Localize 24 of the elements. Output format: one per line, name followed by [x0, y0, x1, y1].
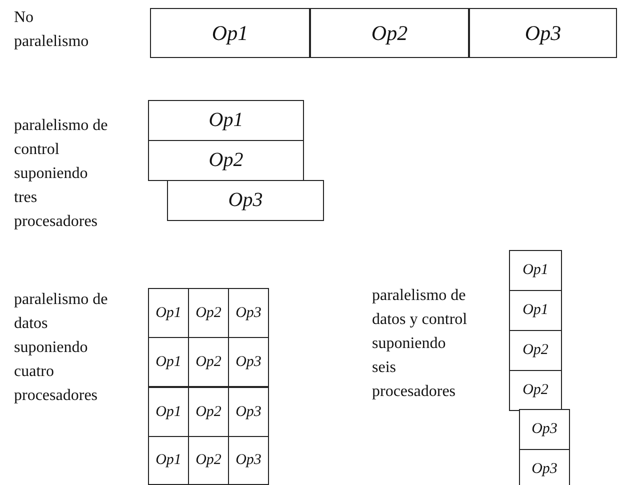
operation-box: Op2 [509, 370, 562, 411]
operation-box: Op2 [148, 140, 304, 181]
row-description: No paralelismo [14, 8, 90, 52]
operation-box: Op3 [519, 449, 570, 485]
operation-box: Op1 [148, 100, 304, 141]
operation-box: Op1 [509, 250, 562, 291]
operation-box: Op2 [310, 8, 469, 58]
operation-box: Op1 [150, 8, 310, 58]
operation-box: Op3 [469, 8, 617, 58]
operation-box: Op1 [148, 337, 189, 387]
row-description: paralelismo de datos y control suponiendo seis procesadores [372, 286, 468, 402]
operation-box: Op1 [148, 436, 189, 485]
operation-box: Op3 [228, 288, 269, 338]
operation-box: Op1 [148, 288, 189, 338]
row-description: paralelismo de control suponiendo tres procesadores [14, 116, 109, 232]
operation-box: Op2 [509, 330, 562, 371]
operation-box: Op3 [228, 387, 269, 437]
operation-box: Op1 [148, 387, 189, 437]
operation-box: Op3 [228, 436, 269, 485]
operation-box: Op1 [509, 290, 562, 331]
operation-box: Op3 [228, 337, 269, 387]
operation-box: Op3 [167, 180, 324, 221]
row-description: paralelismo de datos suponiendo cuatro procesadores [14, 290, 109, 406]
operation-box: Op3 [519, 409, 570, 450]
